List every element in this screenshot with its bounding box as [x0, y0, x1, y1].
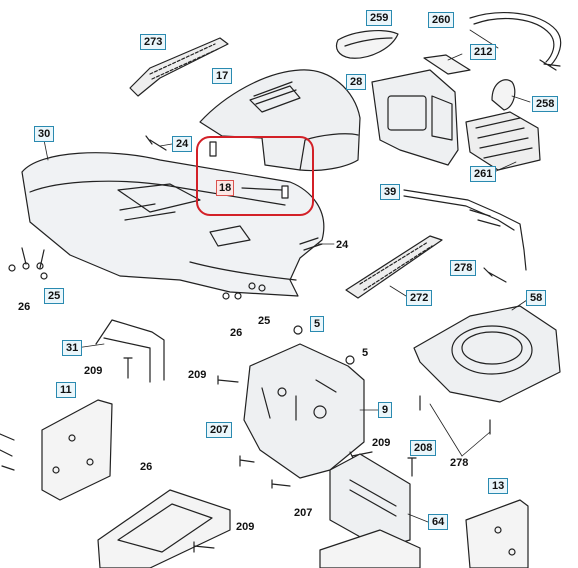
- screw-208: [407, 457, 417, 477]
- pin-18-a: [209, 141, 217, 157]
- screw-207-b: [271, 479, 291, 489]
- nut-5-a: [293, 325, 303, 335]
- label-11: 11: [56, 382, 76, 398]
- label-208: 208: [410, 440, 437, 456]
- leader-lines: [43, 29, 531, 523]
- bolt-24-lower: [299, 237, 323, 251]
- part-258-cover: [491, 79, 516, 111]
- label-18: 18: [216, 180, 235, 196]
- label-9: 9: [378, 402, 393, 418]
- label-258: 258: [532, 96, 559, 112]
- label-209-d: 209: [236, 521, 255, 533]
- label-28: 28: [346, 74, 367, 90]
- label-272: 272: [406, 290, 433, 306]
- screw-209-a: [123, 357, 133, 379]
- label-278-lower: 278: [450, 457, 469, 469]
- label-64: 64: [428, 514, 449, 530]
- part-13-right-plate: [465, 499, 529, 568]
- nut-5-b: [345, 355, 355, 365]
- part-272-lower-grille: [345, 235, 443, 299]
- bolt-278-right: [483, 267, 507, 283]
- label-31: 31: [62, 340, 83, 356]
- part-9-firewall: [243, 343, 365, 479]
- label-259: 259: [366, 10, 393, 26]
- label-25-middle: 25: [258, 315, 271, 327]
- part-31-bracket: [95, 319, 165, 383]
- highlight-callout: [196, 136, 314, 216]
- label-25-left: 25: [44, 288, 65, 304]
- label-26-bottom: 26: [140, 461, 153, 473]
- label-212: 212: [470, 44, 497, 60]
- part-39-bracket: [403, 189, 527, 271]
- screw-207-a: [239, 455, 255, 467]
- label-13: 13: [488, 478, 509, 494]
- label-17: 17: [212, 68, 233, 84]
- part-212-wire-harness: [469, 12, 562, 71]
- hardware-26-25-left: [8, 247, 48, 280]
- label-5-lower: 5: [362, 347, 369, 359]
- label-24-lower: 24: [336, 239, 349, 251]
- bottom-center-frame: [319, 529, 421, 568]
- pin-18-b: [281, 185, 289, 199]
- hardware-left-edge: [0, 433, 15, 471]
- hardware-26-25-middle: [222, 282, 266, 300]
- label-39: 39: [380, 184, 401, 200]
- part-259-lens: [335, 30, 399, 59]
- part-footrest: [97, 489, 231, 568]
- screw-209-b: [217, 375, 239, 385]
- label-209-c: 209: [372, 437, 391, 449]
- label-30: 30: [34, 126, 55, 142]
- bolt-24-upper: [145, 135, 167, 151]
- part-273-grille-strip: [129, 37, 229, 97]
- part-261-side-grille: [465, 111, 541, 171]
- screw-209-d: [193, 541, 215, 553]
- label-207-b: 207: [294, 507, 313, 519]
- part-260-strip: [423, 54, 471, 75]
- label-26-middle: 26: [230, 327, 243, 339]
- part-11-left-plate: [41, 399, 113, 501]
- label-209-b: 209: [188, 369, 207, 381]
- label-278-right: 278: [450, 260, 477, 276]
- part-58-tray: [413, 305, 561, 403]
- label-209-a: 209: [84, 365, 103, 377]
- label-5-upper: 5: [310, 316, 325, 332]
- pin-18-leader: [241, 187, 283, 191]
- label-261: 261: [470, 166, 497, 182]
- part-64-bracket: [329, 453, 411, 549]
- label-24-upper: 24: [172, 136, 193, 152]
- label-207-a: 207: [206, 422, 233, 438]
- label-26-left: 26: [18, 301, 31, 313]
- label-58: 58: [526, 290, 547, 306]
- label-273: 273: [140, 34, 167, 50]
- label-260: 260: [428, 12, 455, 28]
- part-28-dash-panel: [371, 69, 459, 166]
